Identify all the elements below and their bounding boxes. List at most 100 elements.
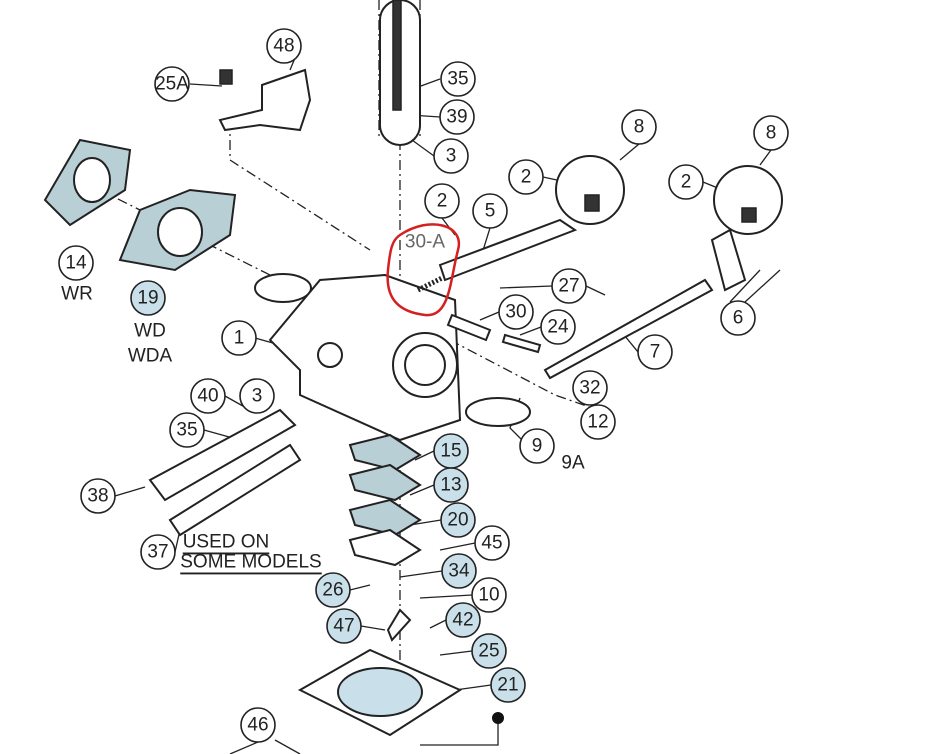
callout-12: 12 bbox=[580, 404, 616, 440]
shaft-5 bbox=[438, 218, 578, 282]
callout-circle bbox=[239, 378, 275, 414]
callout-circle bbox=[572, 370, 608, 406]
callout-38: 38 bbox=[80, 478, 116, 514]
callout-circle bbox=[326, 608, 362, 644]
tube-35 bbox=[168, 443, 302, 537]
needle-part bbox=[392, 0, 402, 111]
detail-circle-8b bbox=[713, 165, 783, 235]
callout-number: 7 bbox=[650, 342, 661, 363]
callout-number: 1 bbox=[234, 328, 245, 349]
callout-3: 3 bbox=[433, 138, 469, 174]
shaft-7 bbox=[543, 278, 714, 380]
callout-circle bbox=[753, 115, 789, 151]
callout-3: 3 bbox=[239, 378, 275, 414]
callout-20: 20 bbox=[440, 502, 476, 538]
callout-39: 39 bbox=[439, 99, 475, 135]
callout-number: 5 bbox=[485, 201, 496, 222]
callout-circle bbox=[519, 428, 555, 464]
callout-2: 2 bbox=[668, 164, 704, 200]
callout-circle bbox=[221, 320, 257, 356]
callout-35: 35 bbox=[440, 61, 476, 97]
callout-circle bbox=[471, 577, 507, 613]
callout-15: 15 bbox=[433, 433, 469, 469]
callout-circle bbox=[472, 193, 508, 229]
callout-number: 37 bbox=[147, 542, 168, 563]
callout-8: 8 bbox=[621, 109, 657, 145]
callout-circle bbox=[240, 707, 276, 743]
carburetor-body-1 bbox=[268, 273, 462, 442]
lever-6 bbox=[710, 228, 747, 292]
callout-number: 38 bbox=[87, 486, 108, 507]
callout-number: 8 bbox=[634, 117, 645, 138]
callout-circle bbox=[140, 534, 176, 570]
callout-30: 30 bbox=[498, 294, 534, 330]
callout-number: 45 bbox=[481, 533, 502, 554]
label-9a: 9A bbox=[561, 453, 585, 474]
callout-number: 2 bbox=[681, 172, 692, 193]
callout-number: 26 bbox=[322, 580, 343, 601]
callout-number: 46 bbox=[247, 715, 268, 736]
callout-number: 24 bbox=[547, 317, 569, 338]
callout-number: 35 bbox=[447, 69, 468, 90]
callout-27: 27 bbox=[551, 268, 587, 304]
callout-number: 32 bbox=[579, 378, 600, 399]
plate-disc bbox=[254, 273, 312, 303]
callout-circle bbox=[441, 553, 477, 589]
valve-plate-9 bbox=[465, 397, 531, 427]
detail-circle-8a bbox=[555, 155, 625, 225]
callout-circle bbox=[80, 478, 116, 514]
callout-number: 6 bbox=[733, 308, 744, 329]
callout-circle bbox=[580, 404, 616, 440]
callout-number: 25A bbox=[155, 74, 189, 95]
callout-number: 13 bbox=[440, 475, 461, 496]
callout-8: 8 bbox=[753, 115, 789, 151]
callout-42: 42 bbox=[445, 602, 481, 638]
check-ball bbox=[492, 712, 504, 724]
callout-number: 15 bbox=[440, 441, 461, 462]
lever-47 bbox=[386, 608, 412, 642]
callout-25A: 25A bbox=[154, 66, 190, 102]
callout-number: 12 bbox=[587, 412, 608, 433]
callout-number: 48 bbox=[273, 36, 294, 57]
callout-number: 35 bbox=[176, 420, 197, 441]
bracket-48 bbox=[218, 68, 312, 132]
callout-6: 6 bbox=[720, 300, 756, 336]
callout-circle bbox=[266, 28, 302, 64]
label-some-models: SOME MODELS bbox=[180, 552, 321, 573]
tube-40 bbox=[148, 408, 297, 502]
callout-26: 26 bbox=[315, 572, 351, 608]
callout-number: 34 bbox=[448, 561, 470, 582]
label-used-on: USED ON bbox=[183, 532, 270, 553]
callout-number: 40 bbox=[197, 386, 218, 407]
callout-number: 3 bbox=[252, 386, 263, 407]
callout-13: 13 bbox=[433, 467, 469, 503]
callout-number: 3 bbox=[446, 146, 457, 167]
callout-number: 25 bbox=[478, 641, 499, 662]
callout-45: 45 bbox=[474, 525, 510, 561]
callout-circle bbox=[433, 138, 469, 174]
callout-14: 14 bbox=[58, 245, 94, 281]
callout-number: 27 bbox=[558, 276, 579, 297]
callout-46: 46 bbox=[240, 707, 276, 743]
label-wd: WD bbox=[134, 321, 166, 342]
screw-25a bbox=[219, 69, 233, 85]
callout-circle bbox=[498, 294, 534, 330]
callout-circle bbox=[154, 66, 190, 102]
callout-circle bbox=[551, 268, 587, 304]
callout-circle bbox=[424, 183, 460, 219]
callout-circle bbox=[540, 309, 576, 345]
callout-circle bbox=[439, 99, 475, 135]
callout-19: 19 bbox=[130, 280, 166, 316]
gasket-15 bbox=[348, 433, 422, 472]
callout-number: 10 bbox=[478, 585, 499, 606]
callout-37: 37 bbox=[140, 534, 176, 570]
callout-circle bbox=[433, 467, 469, 503]
callout-number: 39 bbox=[446, 107, 467, 128]
callout-number: 14 bbox=[65, 253, 87, 274]
callout-40: 40 bbox=[190, 378, 226, 414]
callout-10: 10 bbox=[471, 577, 507, 613]
callout-circle bbox=[315, 572, 351, 608]
callout-circle bbox=[474, 525, 510, 561]
